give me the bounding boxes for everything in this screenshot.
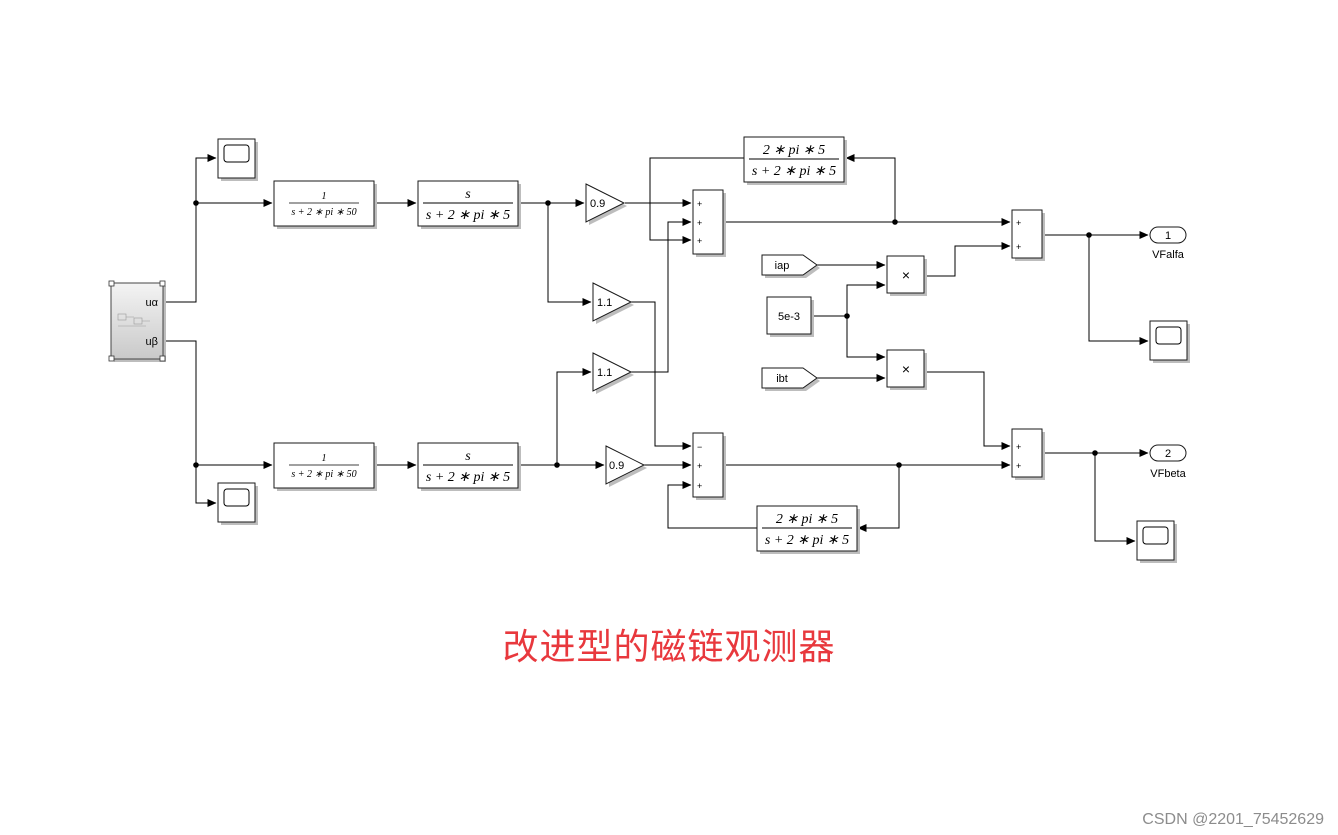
from-tag-ibt[interactable]: ibt <box>761 367 820 391</box>
constant-value: 5e-3 <box>778 311 800 323</box>
outport-number: 1 <box>1165 230 1171 242</box>
tf-denominator: s + 2 ∗ pi ∗ 5 <box>752 164 836 179</box>
watermark: CSDN @2201_75452629 <box>1142 811 1324 828</box>
tag-label: iap <box>775 260 790 272</box>
tag-label: ibt <box>776 373 788 385</box>
tf-denominator: s + 2 ∗ pi ∗ 5 <box>426 470 510 485</box>
tf-numerator: 2 ∗ pi ∗ 5 <box>763 143 825 158</box>
sum-block-out-beta[interactable]: + + <box>1011 428 1045 480</box>
tf-numerator: s <box>465 187 471 202</box>
sum-block-alpha[interactable]: + + + <box>692 189 726 257</box>
sum-block-out-alpha[interactable]: + + <box>1011 209 1045 261</box>
sum-sign: + <box>697 461 702 471</box>
tf-numerator: 2 ∗ pi ∗ 5 <box>776 512 838 527</box>
tf-numerator: 1 <box>322 453 327 464</box>
sum-sign: + <box>1016 242 1021 252</box>
scope-block-1[interactable] <box>217 138 258 181</box>
transfer-fcn-feedback-beta[interactable]: 2 ∗ pi ∗ 5 s + 2 ∗ pi ∗ 5 <box>756 505 860 554</box>
multiply-icon: × <box>902 361 910 377</box>
gain-value: 1.1 <box>597 297 612 309</box>
outport-vfbeta[interactable]: 2 VFbeta <box>1149 444 1187 480</box>
transfer-fcn-feedback-alpha[interactable]: 2 ∗ pi ∗ 5 s + 2 ∗ pi ∗ 5 <box>743 136 847 185</box>
gain-block-1.1-beta[interactable]: 1.1 <box>592 352 634 394</box>
sum-sign: + <box>1016 442 1021 452</box>
sum-sign: + <box>697 236 702 246</box>
input-subsystem-block[interactable]: uα uβ <box>108 280 166 362</box>
transfer-fcn-lowpass-beta[interactable]: 1 s + 2 ∗ pi ∗ 50 <box>273 442 377 491</box>
tf-denominator: s + 2 ∗ pi ∗ 5 <box>765 533 849 548</box>
multiply-icon: × <box>902 267 910 283</box>
from-tag-iap[interactable]: iap <box>761 254 820 278</box>
tf-numerator: s <box>465 449 471 464</box>
gain-block-1.1-alpha[interactable]: 1.1 <box>592 282 634 324</box>
product-block-alpha[interactable]: × <box>886 255 927 296</box>
subsystem-thumbnail-icon <box>117 313 150 327</box>
transfer-fcn-highpass-beta[interactable]: s s + 2 ∗ pi ∗ 5 <box>417 442 521 491</box>
constant-block-5e-3[interactable]: 5e-3 <box>766 296 814 337</box>
transfer-fcn-highpass-alpha[interactable]: s s + 2 ∗ pi ∗ 5 <box>417 180 521 229</box>
scope-block-4[interactable] <box>1136 520 1177 563</box>
gain-value: 1.1 <box>597 367 612 379</box>
port-label-u-alpha: uα <box>146 297 159 309</box>
sum-sign: − <box>697 442 702 452</box>
gain-block-0.9-beta[interactable]: 0.9 <box>605 445 647 487</box>
gain-value: 0.9 <box>609 460 624 472</box>
sum-block-beta[interactable]: − + + <box>692 432 726 500</box>
diagram-caption: 改进型的磁链观测器 <box>502 627 836 668</box>
product-block-beta[interactable]: × <box>886 349 927 390</box>
sum-sign: + <box>1016 218 1021 228</box>
scope-block-2[interactable] <box>217 482 258 525</box>
sum-sign: + <box>697 218 702 228</box>
port-label-u-beta: uβ <box>146 336 158 348</box>
sum-sign: + <box>697 199 702 209</box>
signal-lines <box>163 154 1149 545</box>
scope-screen-icon <box>223 488 250 507</box>
scope-screen-icon <box>1142 526 1169 545</box>
outport-name: VFalfa <box>1152 249 1185 261</box>
tf-denominator: s + 2 ∗ pi ∗ 5 <box>426 208 510 223</box>
sum-sign: + <box>1016 461 1021 471</box>
scope-block-3[interactable] <box>1149 320 1190 363</box>
tf-denominator: s + 2 ∗ pi ∗ 50 <box>291 207 356 218</box>
sum-sign: + <box>697 481 702 491</box>
outport-name: VFbeta <box>1150 468 1186 480</box>
tf-denominator: s + 2 ∗ pi ∗ 50 <box>291 469 356 480</box>
scope-screen-icon <box>223 144 250 163</box>
outport-vfalfa[interactable]: 1 VFalfa <box>1149 226 1187 261</box>
scope-screen-icon <box>1155 326 1182 345</box>
tf-numerator: 1 <box>322 191 327 202</box>
gain-block-0.9-alpha[interactable]: 0.9 <box>585 183 627 225</box>
gain-value: 0.9 <box>590 198 605 210</box>
branch-points <box>193 200 1098 468</box>
transfer-fcn-lowpass-alpha[interactable]: 1 s + 2 ∗ pi ∗ 50 <box>273 180 377 229</box>
outport-number: 2 <box>1165 448 1171 460</box>
